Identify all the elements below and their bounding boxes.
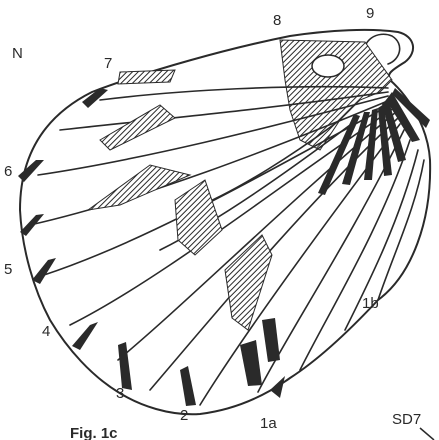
vein-label-4: 4 (42, 323, 50, 340)
vein-label-1a: 1a (260, 415, 277, 432)
vein-label-8: 8 (273, 12, 281, 29)
orientation-label: N (12, 45, 23, 62)
corner-pointer-line (420, 428, 434, 440)
vein-label-6: 6 (4, 163, 12, 180)
vein-label-3: 3 (116, 385, 124, 402)
white-spot (312, 55, 344, 77)
vein-label-1b: 1b (362, 295, 379, 312)
vein-label-5: 5 (4, 261, 12, 278)
vein-label-7: 7 (104, 55, 112, 72)
figure-caption: Fig. 1c (70, 425, 118, 440)
corner-label: SD7 (392, 411, 421, 428)
vein-label-2: 2 (180, 407, 188, 424)
vein-label-9: 9 (366, 5, 374, 22)
